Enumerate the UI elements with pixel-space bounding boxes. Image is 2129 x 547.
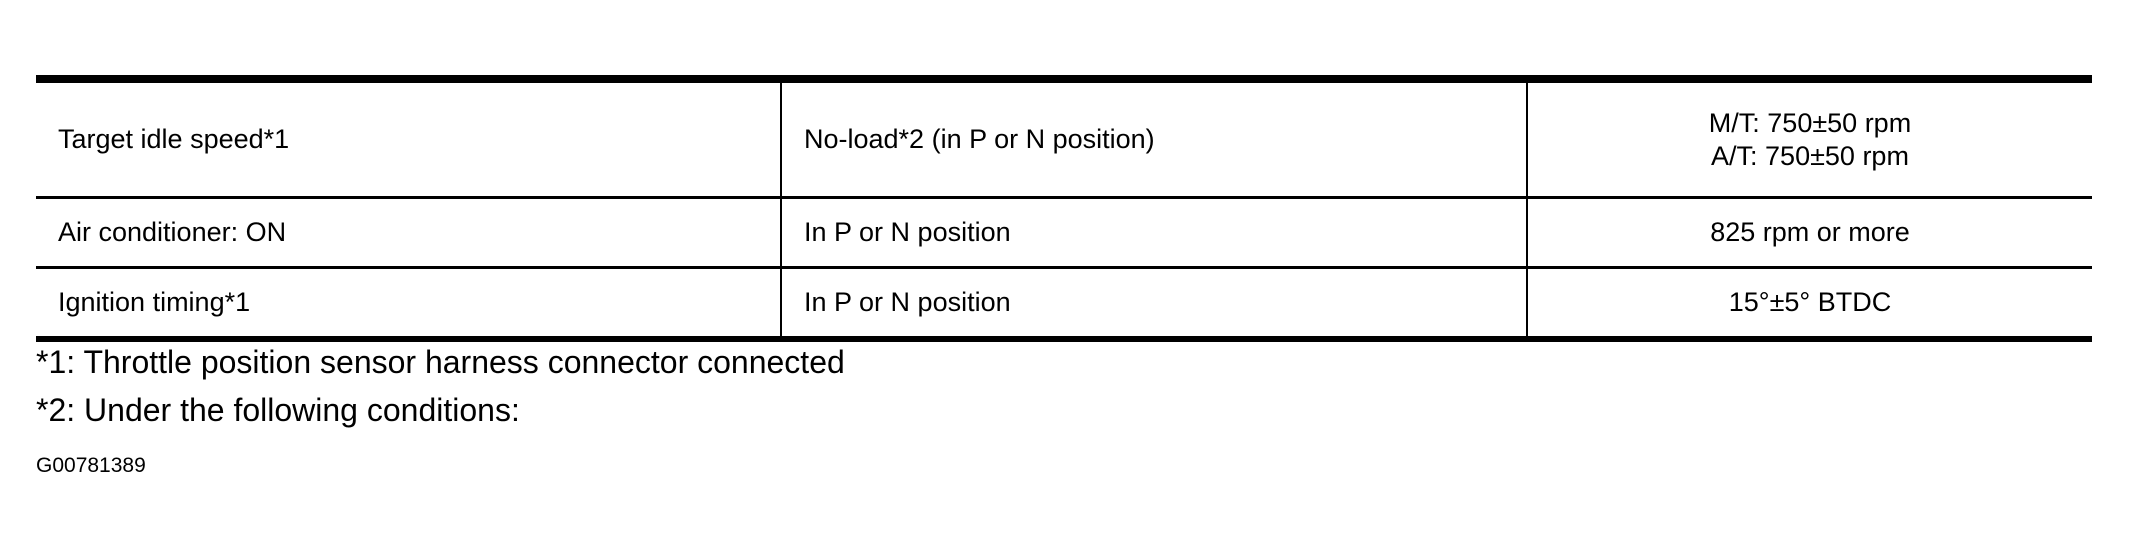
table-cell-item: Air conditioner: ON [36, 197, 781, 269]
footnote-2: *2: Under the following conditions: [36, 392, 520, 428]
table-cell-item: Ignition timing*1 [36, 267, 781, 342]
table-cell-item: Target idle speed*1 [36, 75, 781, 199]
spec-line-mt: M/T: 750±50 rpm [1708, 107, 1912, 138]
spec-line-at: A/T: 750±50 rpm [1711, 140, 1909, 171]
table-cell-spec: 825 rpm or more [1526, 197, 2092, 269]
figure-id: G00781389 [36, 454, 146, 477]
idle-speed-spec-table: Target idle speed*1 No-load*2 (in P or N… [36, 75, 2092, 342]
table-row-target-idle-speed: Target idle speed*1 No-load*2 (in P or N… [36, 75, 2092, 199]
table-row-air-conditioner: Air conditioner: ON In P or N position 8… [36, 197, 2092, 269]
table-cell-condition: No-load*2 (in P or N position) [780, 75, 1527, 199]
table-cell-spec: 15°±5° BTDC [1526, 267, 2092, 342]
table-cell-condition: In P or N position [780, 267, 1527, 342]
table-cell-condition: In P or N position [780, 197, 1527, 269]
footnote-1: *1: Throttle position sensor harness con… [36, 344, 845, 380]
table-row-ignition-timing: Ignition timing*1 In P or N position 15°… [36, 267, 2092, 342]
table-cell-spec: M/T: 750±50 rpm A/T: 750±50 rpm [1526, 75, 2092, 199]
